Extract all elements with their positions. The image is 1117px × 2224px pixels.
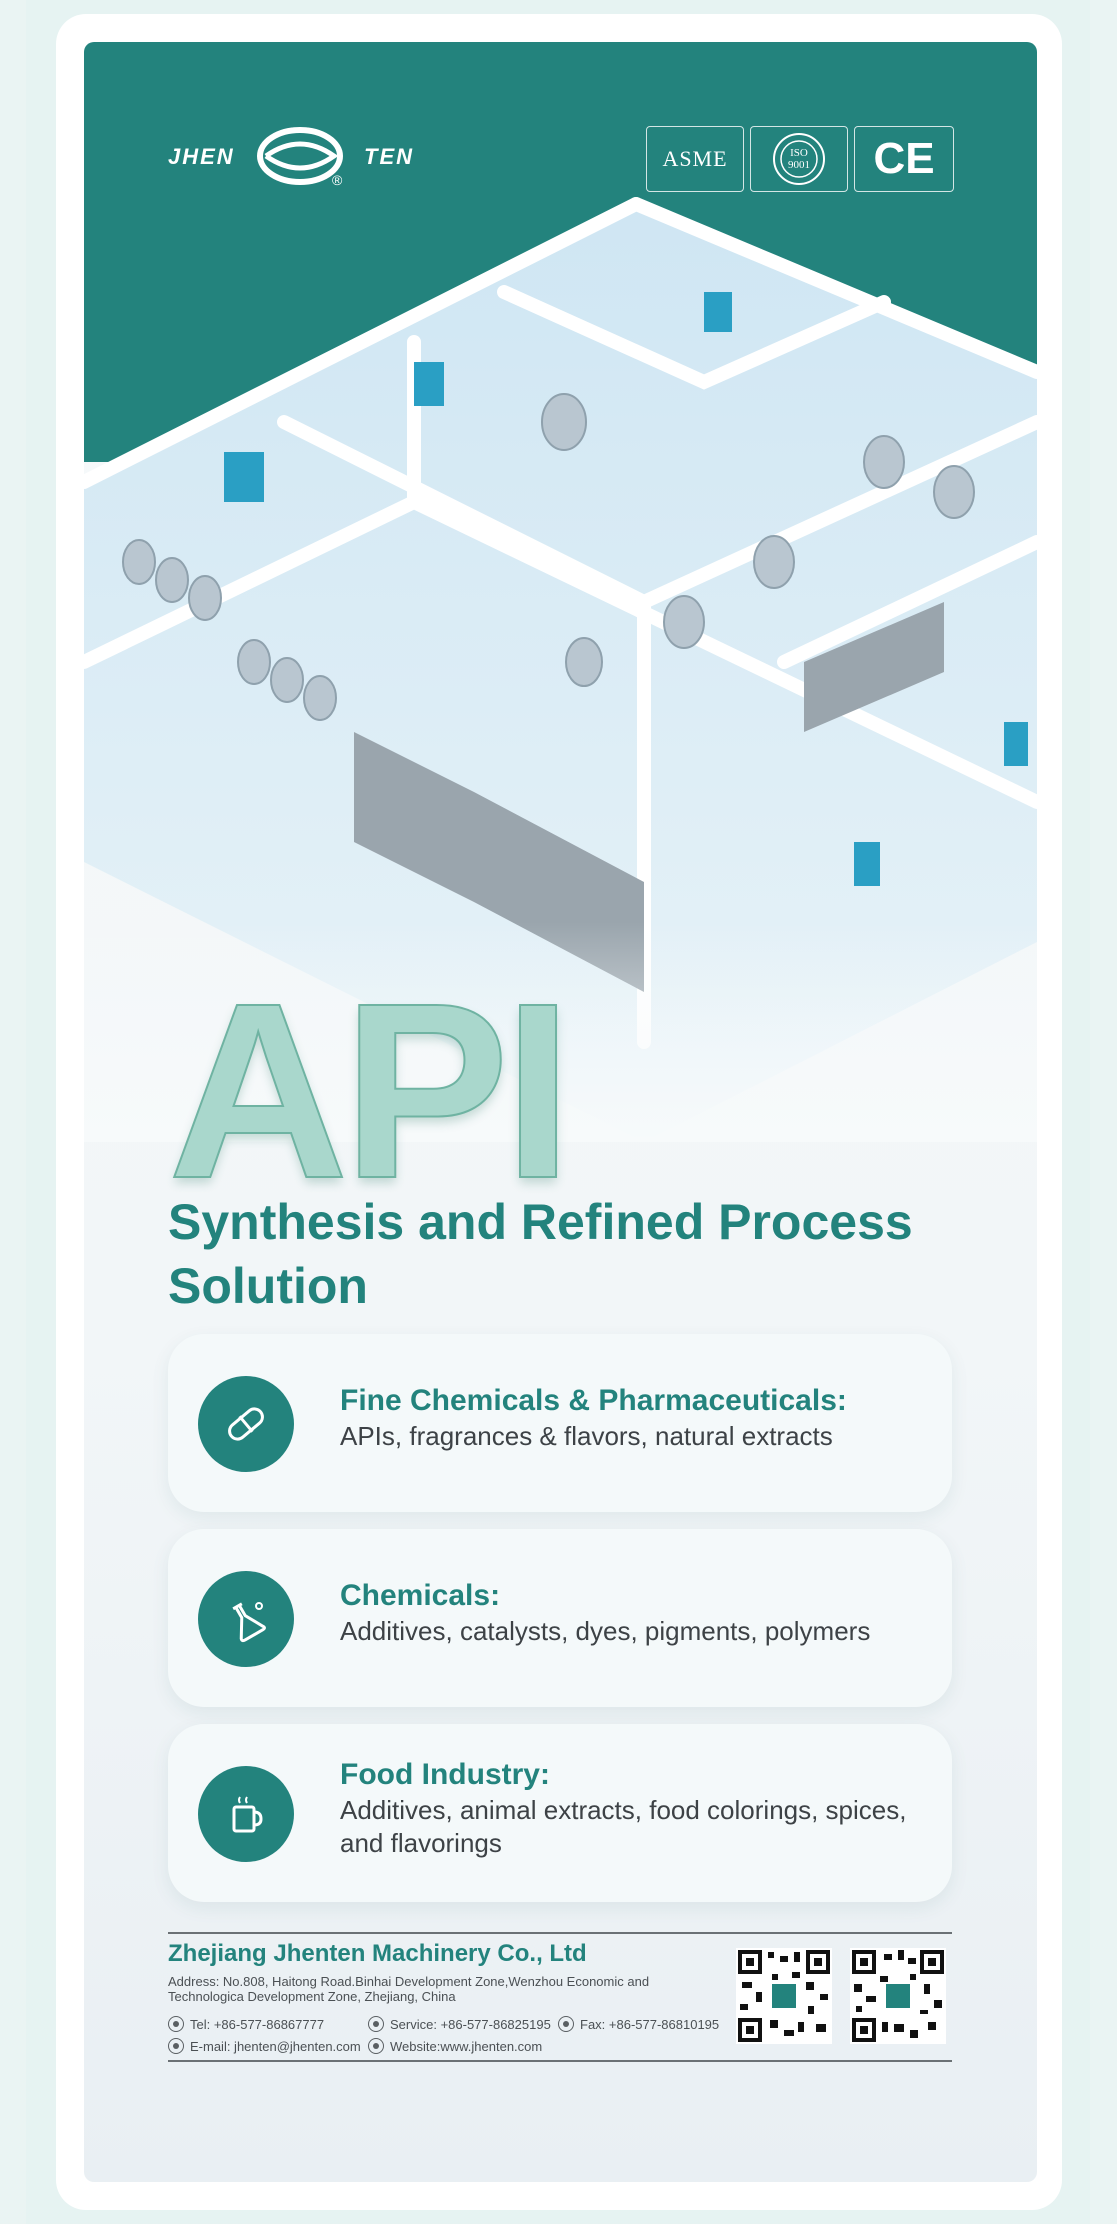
service-icon [368,2016,384,2032]
ce-certification-badge: CE [854,126,954,192]
logo-word-right: TEN [364,144,414,169]
feature-title: Food Industry: [340,1758,550,1791]
globe-icon [368,2038,384,2054]
tel-contact: Tel: +86-577-86867777 [168,2016,324,2032]
qr-code-website[interactable] [850,1948,946,2044]
email-contact[interactable]: E-mail: jhenten@jhenten.com [168,2038,361,2054]
logo-emblem-icon [257,127,343,185]
feature-description: Additives, catalysts, dyes, pigments, po… [340,1616,871,1646]
feature-title: Chemicals: [340,1579,501,1612]
capsule-icon [198,1376,294,1472]
api-big-title: API [167,951,574,1230]
company-address: Address: No.808, Haitong Road.Binhai Dev… [168,1974,650,2004]
flask-icon [198,1571,294,1667]
feature-description: Additives, animal extracts, food colorin… [340,1795,907,1858]
fax-contact: Fax: +86-577-86810195 [558,2016,719,2032]
fax-icon [558,2016,574,2032]
footer-bottom-divider [168,2060,952,2062]
asme-certification-badge: ASME [646,126,744,192]
feature-card-food-industry: Food Industry: Additives, animal extract… [168,1724,952,1902]
email-icon [168,2038,184,2054]
logo-word-left: JHEN [168,144,235,169]
factory-floor-illustration [84,197,1037,1142]
headline: Synthesis and Refined Process Solution [168,1194,913,1314]
registered-mark: ® [332,172,343,188]
qr-code-wechat[interactable] [736,1948,832,2044]
feature-title: Fine Chemicals & Pharmaceuticals: [340,1384,847,1417]
feature-description: APIs, fragrances & flavors, natural extr… [340,1421,833,1451]
iso-seal-icon [773,133,825,185]
website-contact[interactable]: Website:www.jhenten.com [368,2038,542,2054]
feature-card-chemicals: Chemicals: Additives, catalysts, dyes, p… [168,1529,952,1707]
iso-9001-certification-badge: ISO 9001 [750,126,848,192]
company-name: Zhejiang Jhenten Machinery Co., Ltd [168,1940,587,1967]
footer-top-divider [168,1932,952,1934]
api-poster: JHEN TEN ® ASME ISO 9001 CE API Synthesi… [84,42,1037,2182]
iso-label: ISO 9001 [788,147,810,171]
mug-icon [198,1766,294,1862]
phone-icon [168,2016,184,2032]
service-contact: Service: +86-577-86825195 [368,2016,551,2032]
jhenten-logo: JHEN TEN ® [168,122,428,192]
feature-card-pharmaceuticals: Fine Chemicals & Pharmaceuticals: APIs, … [168,1334,952,1512]
